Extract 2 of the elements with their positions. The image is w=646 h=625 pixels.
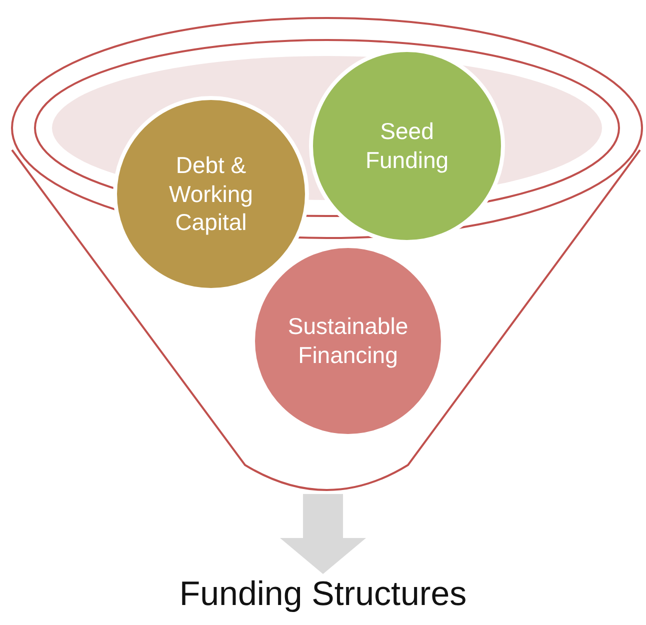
result-heading: Funding Structures: [179, 574, 467, 615]
block-arrow: [280, 494, 366, 574]
